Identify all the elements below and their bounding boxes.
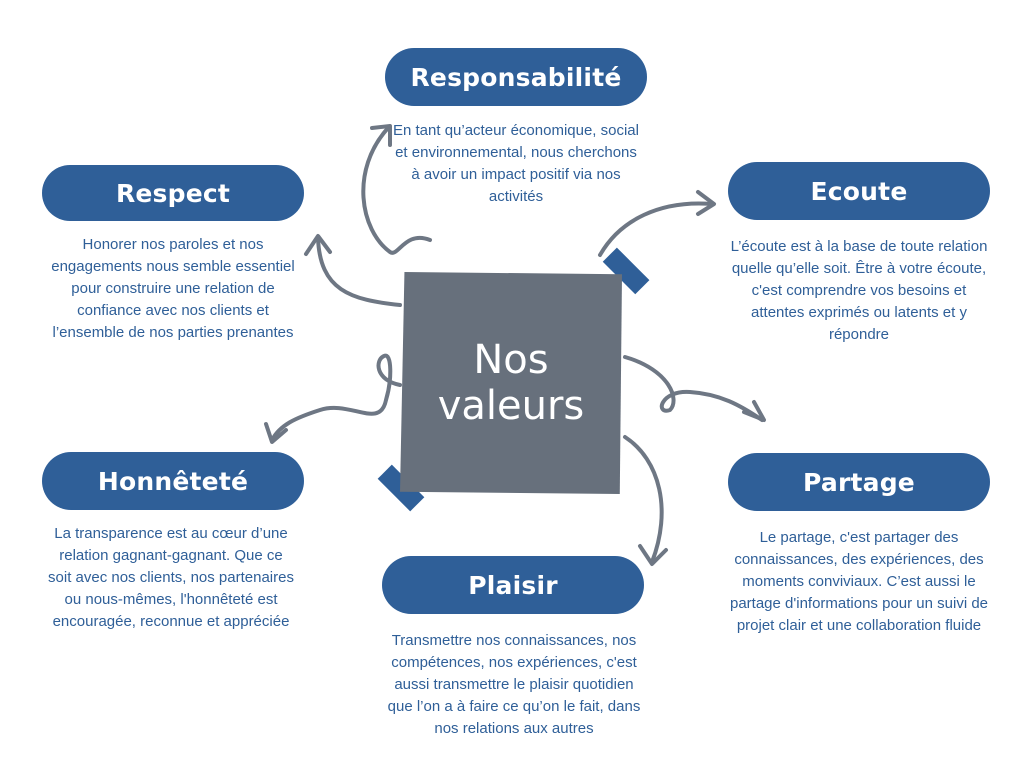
pill-responsabilite: Responsabilité [385,48,647,106]
pill-respect: Respect [42,165,304,221]
pill-partage-label: Partage [803,467,915,497]
center-box: Nos valeurs [400,272,622,494]
pill-ecoute: Ecoute [728,162,990,220]
arrow-responsabilite [361,126,432,255]
desc-respect: Honorer nos paroles et nos engagements n… [51,236,295,341]
pill-plaisir: Plaisir [382,556,644,614]
center-title: Nos valeurs [437,337,585,429]
arrow-ecoute [598,201,714,257]
desc-partage: Le partage, c'est partager des connaissa… [729,529,989,634]
pill-honnetete-label: Honnêteté [97,466,249,496]
desc-ecoute: L’écoute est à la base de toute relation… [730,238,988,343]
arrow-honnetete [270,353,402,442]
arrow-partage [623,355,764,422]
desc-plaisir: Transmettre nos connaissances, nos compé… [387,632,641,737]
arrow-respect [316,236,402,307]
pill-ecoute-label: Ecoute [810,176,908,206]
pill-partage: Partage [728,453,990,511]
pill-responsabilite-label: Responsabilité [410,62,622,92]
desc-honnetete: La transparence est au cœur d’une relati… [48,525,294,630]
pill-honnetete: Honnêteté [42,452,304,510]
pill-respect-label: Respect [115,178,231,208]
arrow-plaisir [623,435,664,564]
tape-top-right [602,247,650,295]
desc-responsabilite: En tant qu’acteur économique, social et … [393,122,639,205]
pill-plaisir-label: Plaisir [468,570,558,600]
